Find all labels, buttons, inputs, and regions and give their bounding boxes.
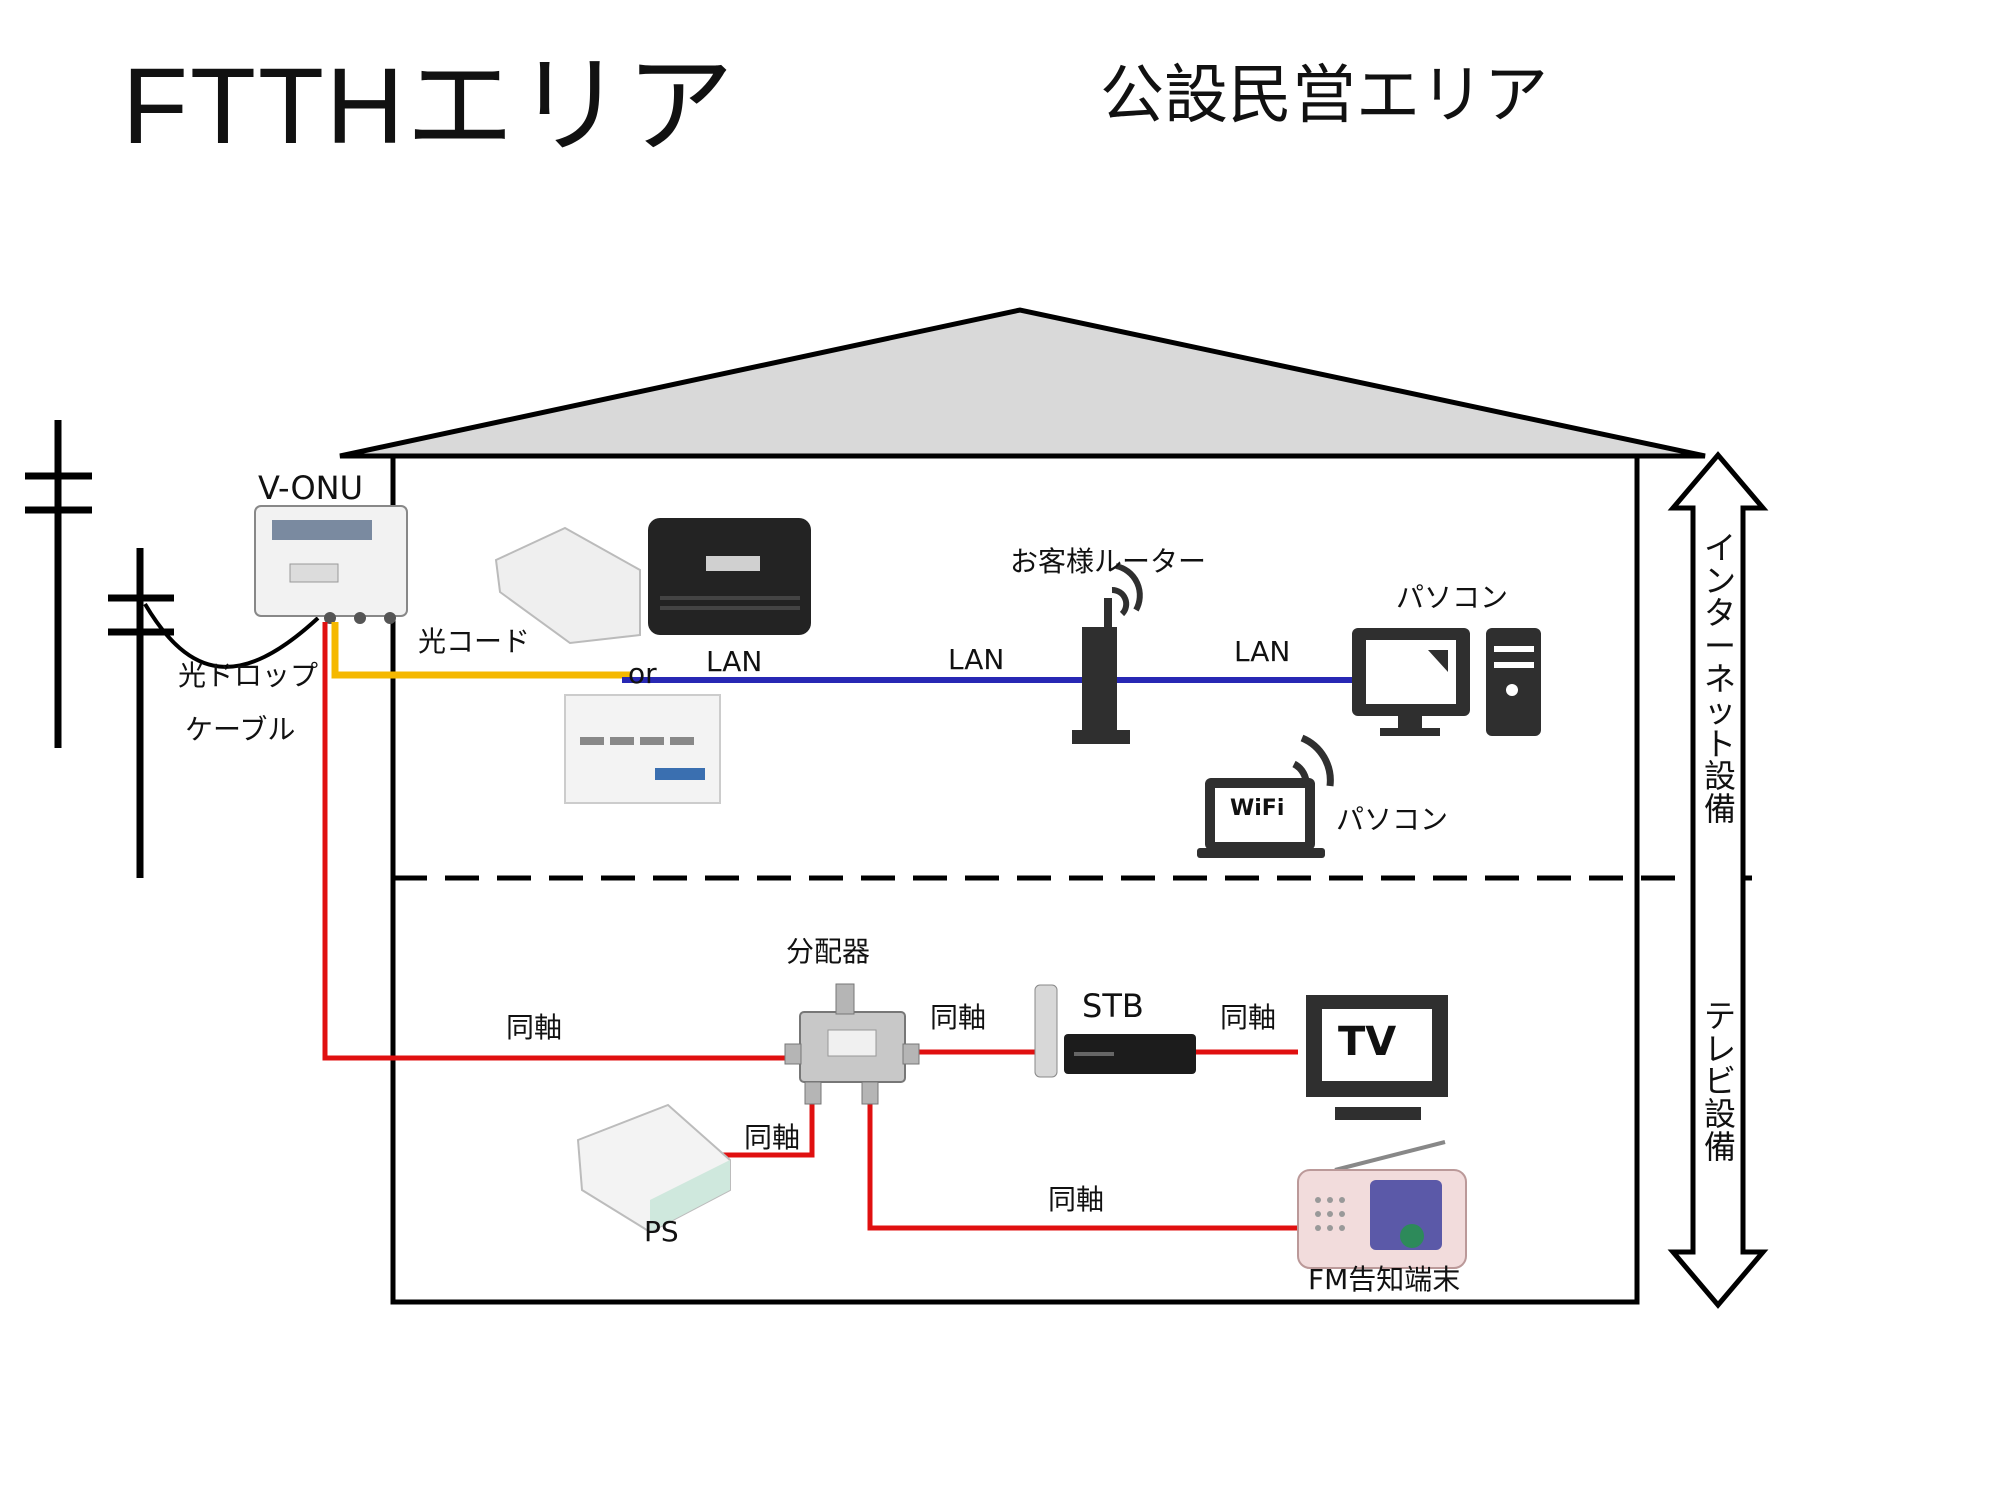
label-coax-1: 同軸 [506, 1011, 563, 1044]
label-optical-drop-2: ケーブル [185, 713, 296, 746]
coax-lines [322, 622, 1298, 1231]
tv-char: 設 [1703, 1094, 1736, 1133]
label-pc-laptop: パソコン [1336, 803, 1449, 836]
label-lan-3: LAN [1234, 635, 1291, 668]
label-coax-5: 同軸 [1048, 1183, 1105, 1216]
label-lan-1: LAN [706, 645, 763, 678]
modem-gray [564, 694, 721, 804]
label-fm-terminal: FM告知端末 [1308, 1263, 1461, 1296]
v-onu-device [254, 505, 408, 624]
laptop-pc [1197, 734, 1334, 858]
internet-char: 備 [1703, 790, 1736, 828]
internet-char: ー [1703, 626, 1736, 665]
label-optical-cord: 光コード [418, 625, 531, 658]
modem-black [648, 518, 811, 635]
stb-device [1034, 984, 1196, 1078]
internet-char: ネ [1703, 659, 1736, 698]
label-or: or [628, 657, 657, 690]
label-lan-2: LAN [948, 643, 1005, 676]
tv-char: レ [1703, 1029, 1736, 1068]
internet-char: イ [1703, 529, 1736, 567]
page-title: FTTHエリア [122, 45, 736, 166]
optical-cord-line [331, 622, 632, 679]
internet-char: ト [1703, 724, 1736, 763]
optical-drop-cable [143, 602, 320, 669]
internet-char: ッ [1703, 692, 1736, 731]
fm-terminal-device [1297, 1140, 1467, 1269]
splitter-device [784, 983, 920, 1105]
tv-char: ビ [1703, 1062, 1736, 1101]
label-coax-4: 同軸 [744, 1121, 801, 1154]
label-splitter: 分配器 [786, 935, 871, 968]
double-arrow [1667, 451, 1769, 1309]
utility-pole-left [25, 420, 92, 748]
utility-pole-right [108, 548, 174, 878]
label-pc-desktop: パソコン [1396, 581, 1509, 614]
label-tv: TV [1338, 1019, 1397, 1065]
label-stb: STB [1082, 987, 1144, 1025]
label-coax-2: 同軸 [930, 1001, 987, 1034]
internet-char: ン [1703, 561, 1736, 600]
modem-white [494, 526, 641, 645]
label-v-onu: V-ONU [258, 469, 363, 507]
label-optical-drop-1: 光ドロップ [178, 659, 319, 692]
ps-device [576, 1103, 731, 1234]
section-tv-label: テレビ設備 [1702, 1000, 1738, 1163]
tv-char: テ [1703, 997, 1736, 1035]
internet-char: タ [1703, 594, 1736, 633]
internet-char: 設 [1703, 757, 1736, 796]
section-internet-label: インターネット設備 [1702, 532, 1738, 826]
label-coax-3: 同軸 [1220, 1001, 1277, 1034]
router-device [1072, 563, 1143, 744]
label-wifi: WiFi [1230, 796, 1285, 821]
label-router: お客様ルーター [1010, 545, 1207, 578]
area-subtitle: 公設民営エリア [1100, 59, 1548, 133]
label-ps: PS [644, 1215, 679, 1248]
tv-device [1306, 995, 1448, 1120]
house-roof [339, 307, 1706, 459]
desktop-pc [1352, 628, 1541, 736]
tv-char: 備 [1703, 1127, 1736, 1166]
